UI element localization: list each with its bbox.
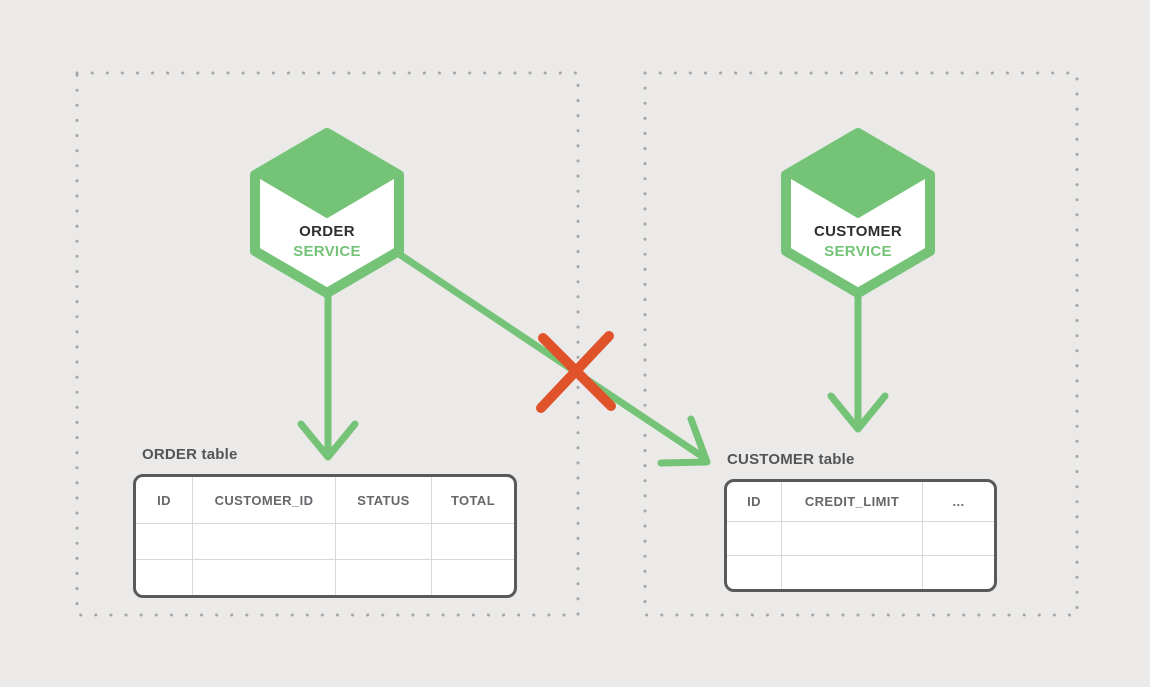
empty-cell <box>193 524 336 560</box>
customer-service-boundary-box <box>643 71 1079 617</box>
column-header-status: STATUS <box>336 477 432 524</box>
empty-cell <box>727 522 782 556</box>
order-table-empty-row <box>136 560 514 595</box>
column-header-credit-limit: CREDIT_LIMIT <box>782 482 923 522</box>
customer-service-hexagon-icon <box>781 128 935 298</box>
empty-cell <box>727 556 782 589</box>
empty-cell <box>193 560 336 595</box>
order-service-name-line2: SERVICE <box>293 243 361 260</box>
empty-cell <box>923 522 994 556</box>
forbidden-access-cross-icon <box>536 331 616 413</box>
empty-cell <box>432 560 514 595</box>
customer-service-name-line1: CUSTOMER <box>814 223 902 240</box>
order-table-empty-row <box>136 524 514 560</box>
customer-service-to-customer-table-arrow <box>827 292 889 433</box>
customer-table-header-row: ID CREDIT_LIMIT ... <box>727 482 994 522</box>
order-table: ID CUSTOMER_ID STATUS TOTAL <box>133 474 517 598</box>
customer-table: ID CREDIT_LIMIT ... <box>724 479 997 592</box>
order-service-label: ORDER SERVICE <box>251 222 403 262</box>
empty-cell <box>336 524 432 560</box>
empty-cell <box>782 522 923 556</box>
empty-cell <box>136 560 193 595</box>
order-service-to-customer-table-arrow <box>395 250 711 467</box>
column-header-customer-id: CUSTOMER_ID <box>193 477 336 524</box>
column-header-ellipsis: ... <box>923 482 994 522</box>
order-service-hexagon-icon <box>250 128 404 298</box>
column-header-total: TOTAL <box>432 477 514 524</box>
order-table-header-row: ID CUSTOMER_ID STATUS TOTAL <box>136 477 514 524</box>
order-service-to-order-table-arrow <box>297 292 359 461</box>
column-header-id: ID <box>136 477 193 524</box>
empty-cell <box>336 560 432 595</box>
empty-cell <box>136 524 193 560</box>
order-table-title: ORDER table <box>142 446 238 463</box>
empty-cell <box>923 556 994 589</box>
empty-cell <box>432 524 514 560</box>
order-service-name-line1: ORDER <box>299 223 355 240</box>
customer-table-empty-row <box>727 522 994 556</box>
empty-cell <box>782 556 923 589</box>
customer-table-empty-row <box>727 556 994 589</box>
customer-table-title: CUSTOMER table <box>727 451 855 468</box>
customer-service-name-line2: SERVICE <box>824 243 892 260</box>
customer-service-label: CUSTOMER SERVICE <box>782 222 934 262</box>
column-header-id: ID <box>727 482 782 522</box>
